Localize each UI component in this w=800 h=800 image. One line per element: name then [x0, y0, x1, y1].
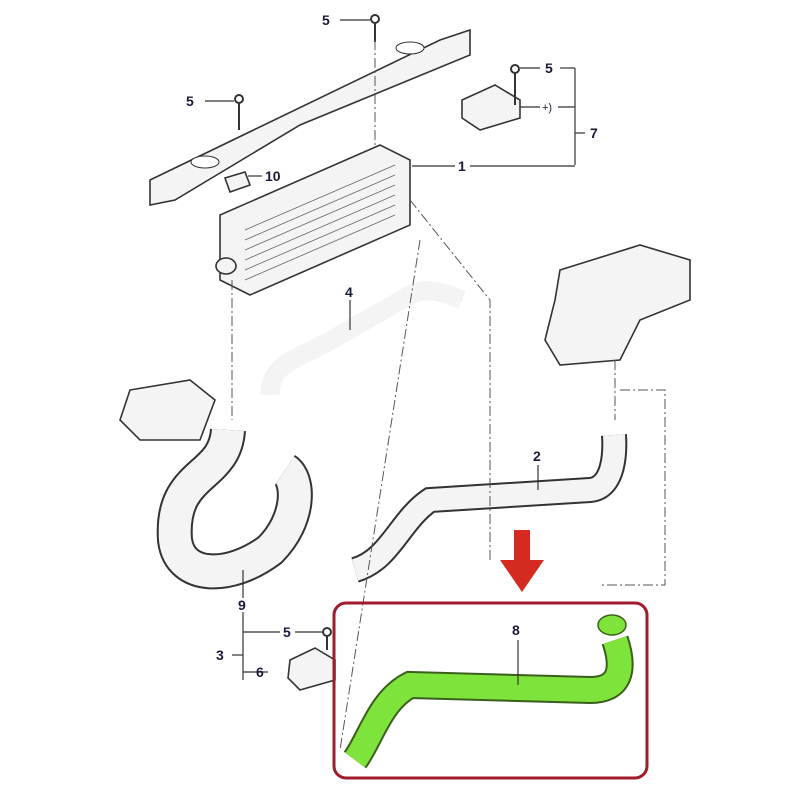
- crossmember-bar: [149, 28, 471, 206]
- label-5-left: 5: [186, 93, 194, 109]
- pipe-4: [260, 281, 466, 396]
- label-5-right: 5: [545, 60, 553, 76]
- intercooler: [215, 144, 411, 296]
- label-6: 6: [256, 664, 264, 680]
- arrow-down-icon: [500, 530, 544, 592]
- hose-8-highlight: [345, 636, 632, 768]
- label-4: 4: [345, 284, 353, 300]
- pipe-4-outline: [269, 290, 463, 396]
- sensor-note: +): [542, 102, 552, 114]
- label-5-top: 5: [322, 12, 330, 28]
- bracket: [223, 171, 252, 194]
- label-10: 10: [265, 168, 281, 184]
- hose-8-connector: [597, 614, 627, 636]
- highlight-box: [332, 601, 649, 780]
- center-lines: [231, 40, 666, 751]
- label-1: 1: [458, 158, 466, 174]
- pressure-sensor-top: [461, 84, 521, 131]
- label-5-bottom: 5: [283, 624, 291, 640]
- label-9: 9: [238, 597, 246, 613]
- throttle-body: [119, 379, 216, 441]
- label-7: 7: [590, 125, 598, 141]
- bolt-icons: [234, 14, 520, 650]
- hose-9: [158, 427, 311, 588]
- label-2: 2: [533, 448, 541, 464]
- leader-lines: [205, 19, 585, 685]
- label-3: 3: [216, 647, 224, 663]
- label-8: 8: [512, 622, 520, 638]
- turbocharger: [544, 244, 691, 366]
- pressure-sensor-bottom: [287, 647, 336, 691]
- hose-2: [351, 434, 626, 581]
